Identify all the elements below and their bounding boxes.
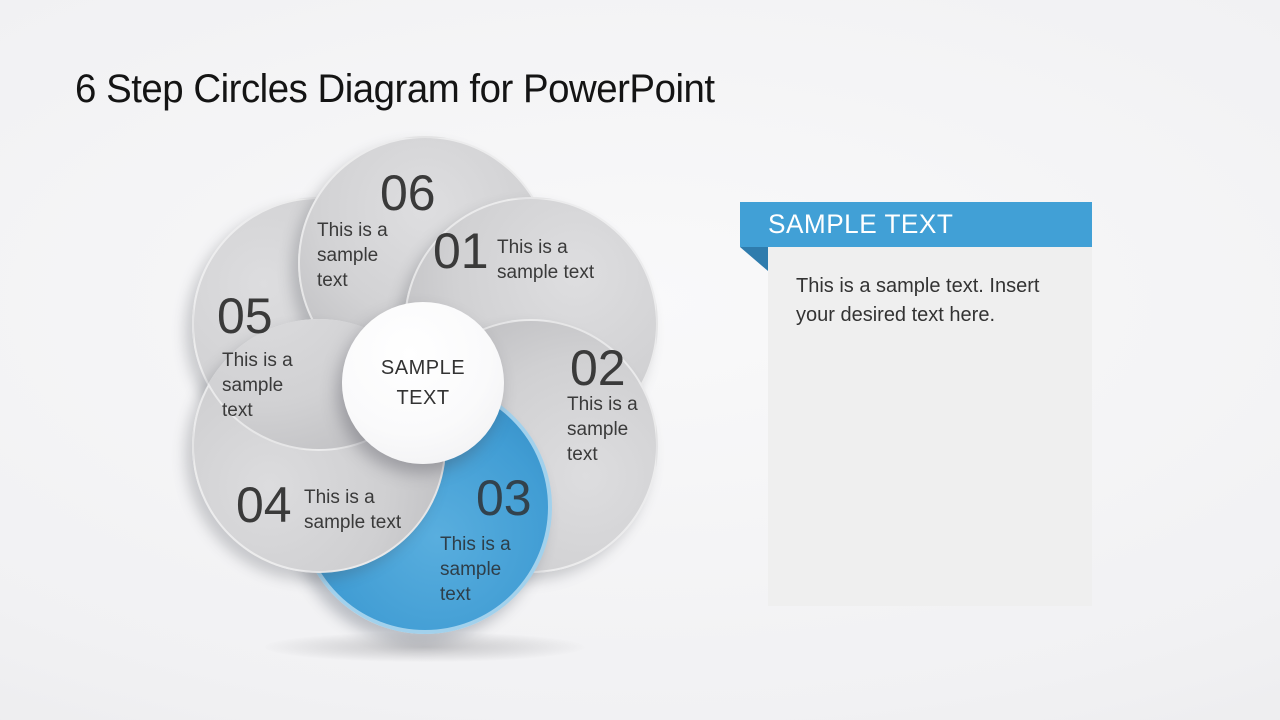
callout-body-text: This is a sample text. Insert your desir… (796, 275, 1040, 326)
circles-diagram: 01 This is a sample text 02 This is a sa… (170, 130, 680, 670)
step-03-text: This is a sample text (440, 534, 511, 605)
step-02-text: This is a sample text (567, 394, 638, 465)
step-04-number: 04 (236, 477, 292, 533)
step-01-number: 01 (433, 223, 489, 279)
step-05-text: This is a sample text (222, 350, 293, 421)
callout-title: SAMPLE TEXT (768, 209, 954, 239)
step-04-text: This is a sample text (304, 487, 402, 533)
callout-body[interactable]: This is a sample text. Insert your desir… (768, 247, 1092, 606)
callout-box[interactable]: SAMPLE TEXT This is a sample text. Inser… (740, 202, 1092, 606)
slide-title: 6 Step Circles Diagram for PowerPoint (75, 66, 715, 111)
callout-fold-triangle (740, 247, 768, 271)
step-01-text: This is a sample text (497, 237, 595, 283)
center-circle-label: SAMPLE TEXT (380, 357, 466, 409)
callout-header[interactable]: SAMPLE TEXT (740, 202, 1092, 247)
step-labels: 01 This is a sample text 02 This is a sa… (170, 130, 680, 670)
step-05-number: 05 (217, 288, 273, 344)
step-06-text: This is a sample text (317, 220, 388, 291)
center-circle[interactable]: SAMPLE TEXT (342, 302, 504, 464)
ground-shadow (265, 632, 585, 662)
step-02-number: 02 (570, 340, 626, 396)
step-03-number: 03 (476, 470, 532, 526)
step-06-number: 06 (380, 165, 436, 221)
